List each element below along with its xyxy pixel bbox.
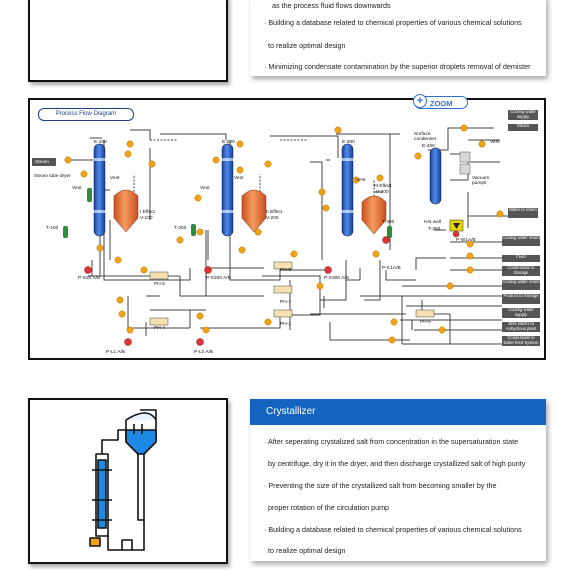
tag-naoh-to-anhydrous: 35% NaOH to Anhydrous plant (502, 321, 540, 332)
crystallizer-line-2: by centrifuge, dry it in the dryer, and … (268, 459, 526, 468)
label-v100: V-100 (140, 216, 153, 221)
label-p-c1: P-C1A/B (382, 266, 401, 271)
label-t300: T-300 (382, 220, 395, 225)
tag-feed: Feed (502, 254, 540, 262)
pump-p-w1 (452, 230, 460, 238)
tank-t300 (387, 226, 392, 238)
zoom-label: ZOOM (430, 99, 453, 108)
tag-product-to-storage: Product to Storage (502, 293, 540, 304)
crystallizer-line-4: proper rotation of the circulation pump (268, 503, 390, 512)
heat-exchanger-ph3 (273, 261, 293, 270)
label-e400: E-400 (422, 144, 435, 149)
column-e100 (93, 143, 106, 237)
top-icon-box (28, 0, 228, 82)
crystallizer-line-5: · Building a database related to chemica… (264, 525, 522, 534)
label-e200: E-200 (222, 140, 235, 145)
heat-exchanger-ph4 (149, 317, 169, 326)
label-vent-2: Vent (110, 176, 120, 181)
label-t100: T-100 (46, 226, 59, 231)
label-p-w1: P-W1A/B (456, 238, 476, 243)
crystallizer-icon (89, 409, 157, 551)
heat-exchanger-ph1 (273, 309, 293, 318)
column-e200 (221, 143, 234, 237)
tag-cooling-water-supply-2: Cooling water supply (502, 307, 540, 318)
vessel-v100 (113, 189, 139, 233)
vessel-v200 (241, 189, 267, 233)
tag-condensate-to-boiler: Condensate to boiler feed System (502, 335, 540, 346)
label-surface-condenser: Surface condenser (414, 132, 437, 142)
label-steam-tube-dryer: Steam tube dryer (34, 174, 71, 179)
label-v300: V-300 (376, 190, 389, 195)
crystallizer-line-6: to realize optimal design (268, 546, 346, 555)
label-p-l2: P-L2 A/B (194, 350, 213, 355)
heat-exchanger-ph5 (149, 271, 169, 280)
label-i-effect: I Effect (140, 210, 155, 215)
tag-steam: Steam (508, 123, 538, 131)
vessel-v300 (361, 195, 387, 235)
crystallizer-line-1: · After seperating crystalized salt from… (264, 437, 519, 446)
label-ph6: PH-6 (420, 320, 431, 325)
heat-exchanger-ph7 (273, 285, 293, 294)
tag-condensate-to-storage: Condensate to Storage (502, 265, 540, 276)
label-ph1: PH-1 (280, 322, 291, 327)
crystallizer-header: Crystallizer (250, 399, 546, 425)
tag-cooling-water-return-1: Cooling water return (502, 235, 540, 246)
label-p-s300: P-S300 A/B (324, 276, 349, 281)
zoom-button[interactable]: + ZOOM (413, 94, 468, 109)
condenser-e400 (429, 147, 442, 205)
pfd-drawing (32, 124, 514, 346)
label-steam: Steam (35, 160, 49, 165)
zoom-plus-icon: + (413, 94, 427, 108)
label-vent-3: Vent (200, 186, 210, 191)
label-ph4: PH-4 (154, 326, 165, 331)
label-hot-well: Hot well (424, 220, 442, 225)
tag-water-to-return: Water to return (508, 207, 538, 218)
top-line-4: · Minimizing condensate contamination by… (264, 62, 531, 71)
label-vent-1: Vent (72, 186, 82, 191)
pump-p-s200 (204, 266, 212, 274)
label-vent-5: Vent (356, 178, 366, 183)
label-ph5: PH-5 (154, 282, 165, 287)
pump-p-l1 (124, 338, 132, 346)
process-flow-diagram: Process Flow Diagram + ZOOM Steam Steam … (28, 94, 546, 360)
label-p-l1: P-L1 A/B (106, 350, 125, 355)
label-vacuum-pumps: Vacuum pumps (472, 176, 490, 186)
steam-tube-dryer-tank (87, 188, 92, 202)
label-vent-4: Vent (234, 176, 244, 181)
label-t200: T-200 (174, 226, 187, 231)
pump-p-c1 (382, 236, 390, 244)
tank-t200 (191, 224, 196, 236)
tag-cooling-water-supply: Cooling water supply (508, 109, 538, 120)
top-line-1: as the process fluid flows downwards (272, 1, 391, 10)
pump-p-s300 (324, 266, 332, 274)
label-v200: V-200 (266, 216, 279, 221)
label-ph7: PH-7 (280, 300, 291, 305)
top-line-2: · Building a database related to chemica… (264, 18, 522, 27)
label-p-s20: P-S20 A/B (78, 276, 101, 281)
label-vent-6: Vent (490, 140, 500, 145)
label-iii-effect: III Effect (374, 184, 392, 189)
heat-exchanger-ph6 (415, 309, 435, 318)
pump-p-l2 (196, 338, 204, 346)
top-description-card: as the process fluid flows downwards · B… (250, 0, 546, 76)
vacuum-pump-1 (459, 151, 471, 163)
label-t400: T-400 (428, 227, 441, 232)
column-e300 (341, 143, 354, 237)
label-ph3: PH-3 (280, 268, 291, 273)
label-p-s200: P-S200 A/B (206, 276, 231, 281)
label-e300: E-300 (342, 140, 355, 145)
label-e100: E-100 (94, 140, 107, 145)
tag-cooling-water-return-2: Cooling water return (502, 279, 540, 290)
top-line-3: to realize optimal design (268, 41, 346, 50)
crystallizer-card: Crystallizer · After seperating crystali… (250, 399, 546, 561)
crystallizer-icon-box (28, 398, 228, 564)
pfd-title: Process Flow Diagram (38, 108, 134, 121)
vacuum-pump-2 (459, 163, 471, 175)
crystallizer-line-3: · Preventing the size of the crystallize… (264, 481, 497, 490)
pump-p-s20 (84, 266, 92, 274)
label-ii-effect: II Effect (266, 210, 283, 215)
tank-t100 (63, 226, 68, 238)
